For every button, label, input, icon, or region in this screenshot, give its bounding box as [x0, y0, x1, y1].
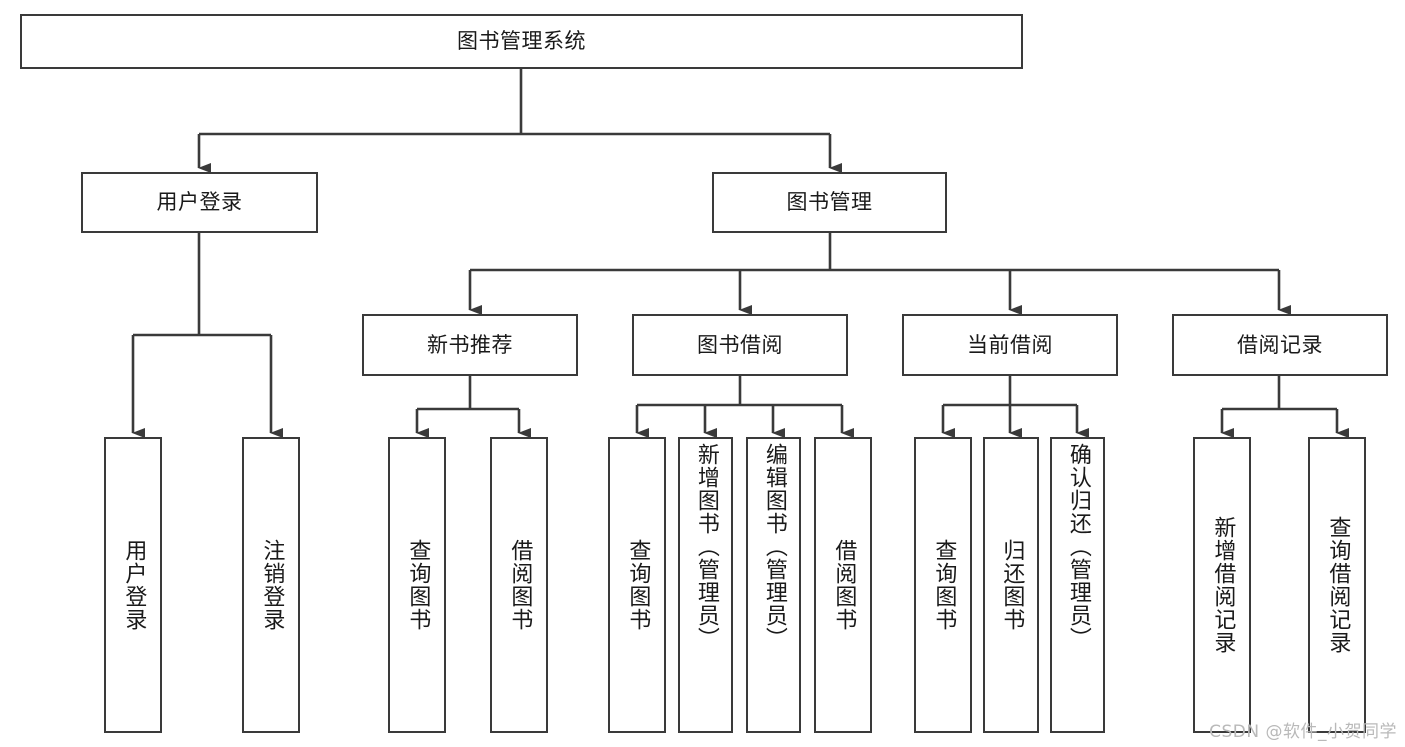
leaf-current-borrow-return-book[interactable]: 归还图书	[983, 437, 1039, 733]
node-borrow-record[interactable]: 借阅记录	[1172, 314, 1388, 376]
node-label: 当前借阅	[967, 332, 1053, 357]
node-label: 借阅图书	[507, 539, 533, 631]
leaf-new-book-query-book[interactable]: 查询图书	[388, 437, 446, 733]
node-root-book-management-system[interactable]: 图书管理系统	[20, 14, 1023, 69]
leaf-current-borrow-query-book[interactable]: 查询图书	[914, 437, 972, 733]
node-label: 归还图书	[999, 539, 1025, 631]
node-label: 新增借阅记录	[1210, 516, 1236, 654]
node-current-borrow[interactable]: 当前借阅	[902, 314, 1118, 376]
node-label: 注销登录	[259, 539, 285, 631]
watermark-text: CSDN @软件_小贺同学	[1209, 722, 1397, 742]
node-label: 查询图书	[931, 539, 957, 631]
leaf-borrow-record-add-record[interactable]: 新增借阅记录	[1193, 437, 1251, 733]
node-book-borrow[interactable]: 图书借阅	[632, 314, 848, 376]
leaf-borrow-record-query-record[interactable]: 查询借阅记录	[1308, 437, 1366, 733]
leaf-user-login[interactable]: 用户登录	[104, 437, 162, 733]
node-label: 借阅图书	[831, 539, 857, 631]
node-label: 查询图书	[405, 539, 431, 631]
node-label: 图书管理系统	[457, 29, 586, 54]
leaf-user-logout[interactable]: 注销登录	[242, 437, 300, 733]
node-user-login[interactable]: 用户登录	[81, 172, 318, 233]
leaf-book-borrow-add-book-admin[interactable]: 新增图书（管理员）	[678, 437, 733, 733]
node-label: 借阅记录	[1237, 332, 1323, 357]
node-label: 用户登录	[121, 539, 147, 631]
node-book-management[interactable]: 图书管理	[712, 172, 947, 233]
node-label: 新书推荐	[427, 332, 513, 357]
node-label: 编辑图书（管理员）	[761, 443, 787, 650]
node-label: 图书管理	[786, 190, 873, 215]
leaf-current-borrow-confirm-return-admin[interactable]: 确认归还（管理员）	[1050, 437, 1105, 733]
leaf-new-book-borrow-book[interactable]: 借阅图书	[490, 437, 548, 733]
node-label: 图书借阅	[697, 332, 783, 357]
leaf-book-borrow-query-book[interactable]: 查询图书	[608, 437, 666, 733]
node-label: 新增图书（管理员）	[693, 443, 719, 650]
node-label: 查询图书	[625, 539, 651, 631]
node-label: 查询借阅记录	[1325, 516, 1351, 654]
node-label: 用户登录	[156, 190, 243, 215]
node-new-book-recommend[interactable]: 新书推荐	[362, 314, 578, 376]
node-label: 确认归还（管理员）	[1065, 443, 1091, 650]
leaf-book-borrow-edit-book-admin[interactable]: 编辑图书（管理员）	[746, 437, 801, 733]
leaf-book-borrow-borrow-book[interactable]: 借阅图书	[814, 437, 872, 733]
